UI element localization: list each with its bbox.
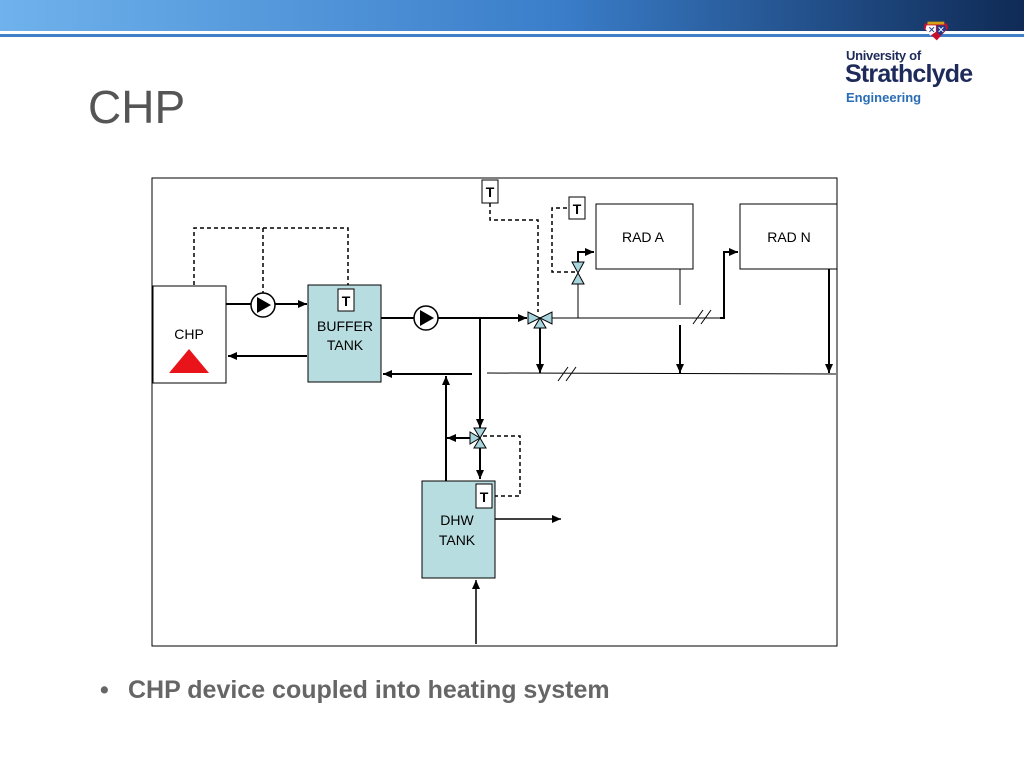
thermostat-sensor: T: [475, 483, 493, 509]
svg-text:T: T: [480, 489, 489, 505]
thermostat-sensor: T: [568, 196, 586, 220]
svg-text:T: T: [573, 201, 582, 217]
logo-strathclyde: Strathclyde: [845, 60, 973, 88]
bullet-item: •CHP device coupled into heating system: [100, 676, 610, 704]
flame-icon: [169, 349, 209, 373]
rad-a-label: RAD A: [622, 229, 665, 245]
header-bar: [0, 0, 1024, 37]
logo-university-of: University of: [846, 48, 921, 63]
bullet-icon: •: [100, 676, 109, 704]
svg-text:T: T: [342, 293, 351, 309]
three-way-valve-icon: [527, 311, 553, 329]
svg-text:T: T: [486, 184, 495, 200]
radiator-a: [595, 203, 694, 270]
pipework: [226, 248, 837, 644]
pump-icon: [250, 292, 276, 318]
buffer-label-2: TANK: [327, 337, 364, 353]
control-lines: [193, 203, 578, 497]
logo-engineering: Engineering: [846, 90, 922, 105]
buffer-label-1: BUFFER: [317, 318, 373, 334]
rad-n-label: RAD N: [767, 229, 811, 245]
chp-label: CHP: [174, 326, 204, 342]
three-way-valve-icon: [571, 261, 585, 285]
thermostat-sensor: T: [481, 179, 499, 204]
dhw-label-1: DHW: [440, 512, 474, 528]
pump-icon: [413, 305, 439, 331]
three-way-valve-icon: [469, 427, 487, 449]
university-crest-icon: [923, 21, 948, 41]
page-title: CHP: [88, 81, 186, 133]
radiator-n: [739, 203, 838, 270]
thermostat-sensor: T: [337, 288, 355, 312]
dhw-label-2: TANK: [439, 532, 476, 548]
